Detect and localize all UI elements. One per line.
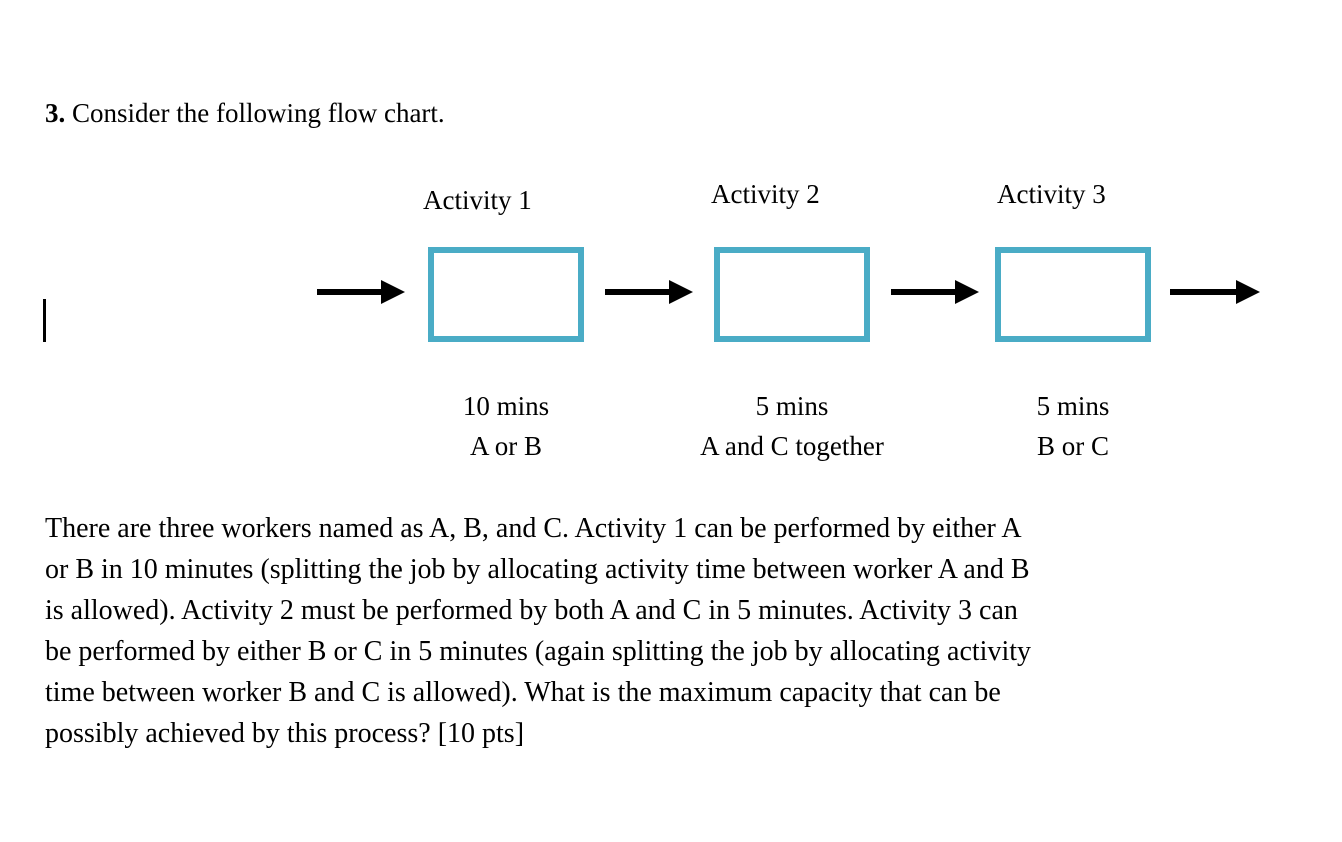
activity-3-box (995, 247, 1151, 342)
problem-statement: There are three workers named as A, B, a… (45, 508, 1317, 754)
arrow-shaft (891, 289, 957, 295)
flow-arrow-4 (1170, 280, 1260, 304)
activity-2-caption: 5 mins A and C together (672, 386, 912, 466)
activity-2-duration: 5 mins (755, 391, 829, 421)
page-title: 3. Consider the following flow chart. (45, 96, 445, 130)
flow-arrow-2 (605, 280, 693, 304)
arrow-shaft (1170, 289, 1238, 295)
activity-1-resource: A or B (469, 431, 542, 461)
arrow-head (955, 280, 979, 304)
activity-3-caption: 5 mins B or C (983, 386, 1163, 466)
flow-arrow-1 (317, 280, 405, 304)
arrow-shaft (605, 289, 671, 295)
activity-3-resource: B or C (1036, 431, 1109, 461)
flow-chart-diagram: Activity 1 10 mins A or B Activity 2 5 m… (317, 179, 1260, 466)
question-heading-text: Consider the following flow chart. (72, 98, 445, 128)
flow-arrow-3 (891, 280, 979, 304)
activity-2-title: Activity 2 (711, 179, 820, 209)
paragraph-line: possibly achieved by this process? [10 p… (45, 718, 525, 749)
activity-1-duration: 10 mins (462, 391, 550, 421)
paragraph-line: be performed by either B or C in 5 minut… (45, 636, 1032, 667)
activity-3-duration: 5 mins (1036, 391, 1110, 421)
arrow-shaft (317, 289, 383, 295)
activity-2-box (714, 247, 870, 342)
paragraph-line: There are three workers named as A, B, a… (45, 513, 1022, 544)
paragraph-line: time between worker B and C is allowed).… (45, 677, 1001, 708)
paragraph-line: is allowed). Activity 2 must be performe… (45, 595, 1018, 626)
text-cursor-caret (43, 299, 46, 342)
paragraph-line: or B in 10 minutes (splitting the job by… (45, 554, 1030, 585)
activity-1-title: Activity 1 (423, 185, 532, 215)
arrow-head (381, 280, 405, 304)
activity-1-box (428, 247, 584, 342)
arrow-head (1236, 280, 1260, 304)
question-number: 3. (45, 98, 66, 128)
activity-1-caption: 10 mins A or B (406, 386, 606, 466)
activity-2-resource: A and C together (700, 431, 884, 461)
arrow-head (669, 280, 693, 304)
activity-3-title: Activity 3 (997, 179, 1106, 209)
